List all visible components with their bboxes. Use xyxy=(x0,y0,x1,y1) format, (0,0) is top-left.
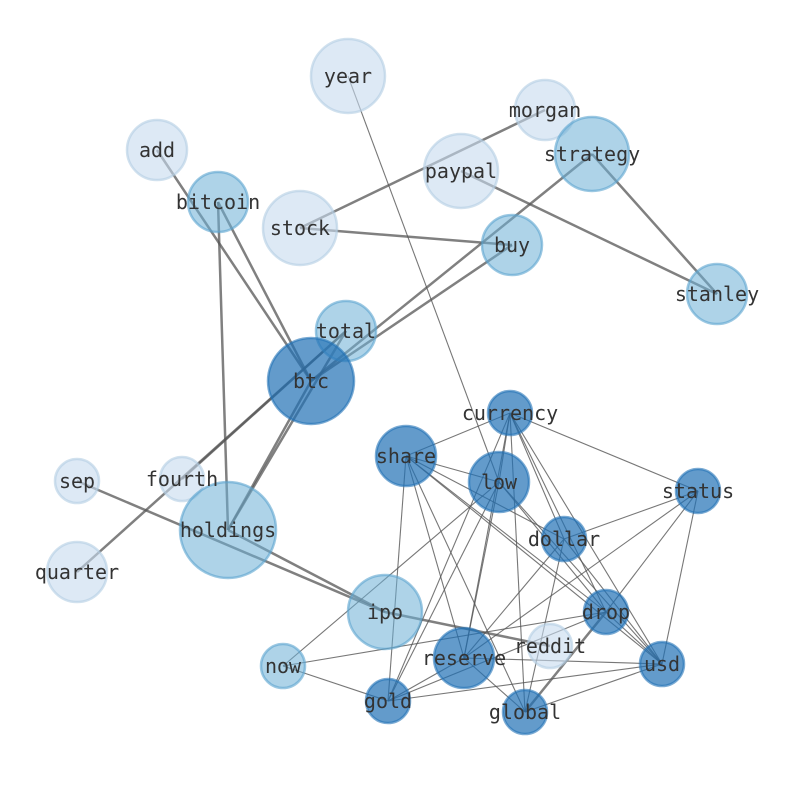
node-label-strategy: strategy xyxy=(544,142,640,166)
node-share[interactable] xyxy=(374,424,438,488)
node-global[interactable] xyxy=(501,688,549,736)
node-sep[interactable] xyxy=(53,457,101,505)
edge-usd-gold xyxy=(387,663,663,702)
node-now[interactable] xyxy=(259,642,307,690)
node-label-drop: drop xyxy=(582,600,630,624)
edge-low-now xyxy=(282,481,500,667)
node-label-share: share xyxy=(376,444,436,468)
node-label-quarter: quarter xyxy=(35,560,119,584)
labels-layer: year add paypal stock morgan strategy bitcoin b… xyxy=(35,64,759,724)
node-strategy[interactable] xyxy=(553,115,631,193)
node-label-currency: currency xyxy=(462,401,558,425)
node-label-reddit: reddit xyxy=(514,634,586,658)
edge-low-gold xyxy=(387,481,500,702)
node-label-sep: sep xyxy=(59,469,95,493)
node-label-status: status xyxy=(662,479,734,503)
node-morgan[interactable] xyxy=(513,78,577,142)
node-label-btc: btc xyxy=(293,369,329,393)
edge-currency-drop xyxy=(509,412,607,613)
node-drop[interactable] xyxy=(582,588,630,636)
edge-status-dollar xyxy=(563,490,699,540)
edge-paypal-stanley xyxy=(460,169,718,296)
edge-status-usd xyxy=(661,490,699,665)
node-label-gold: gold xyxy=(364,689,412,713)
node-stanley[interactable] xyxy=(685,262,749,326)
node-label-paypal: paypal xyxy=(425,159,497,183)
edge-currency-status xyxy=(509,412,699,492)
edge-add-btc xyxy=(155,149,313,382)
node-dollar[interactable] xyxy=(540,515,588,563)
node-label-year: year xyxy=(324,64,372,88)
nodes-layer xyxy=(45,37,749,736)
node-label-stanley: stanley xyxy=(675,282,759,306)
node-buy[interactable] xyxy=(480,213,544,277)
node-label-add: add xyxy=(139,138,175,162)
node-holdings[interactable] xyxy=(178,480,278,580)
node-label-buy: buy xyxy=(494,233,530,257)
node-btc[interactable] xyxy=(266,336,356,426)
node-low[interactable] xyxy=(467,450,531,514)
edge-status-reserve xyxy=(463,490,699,659)
node-stock[interactable] xyxy=(261,189,339,267)
edge-usd-global xyxy=(524,663,663,713)
node-quarter[interactable] xyxy=(45,540,109,604)
node-status[interactable] xyxy=(674,467,722,515)
node-label-fourth: fourth xyxy=(146,467,218,491)
node-label-dollar: dollar xyxy=(528,527,600,551)
edge-bitcoin-holdings xyxy=(216,201,230,531)
edge-share-drop xyxy=(405,455,607,613)
node-label-bitcoin: bitcoin xyxy=(176,190,260,214)
node-label-total: total xyxy=(316,319,376,343)
node-label-low: low xyxy=(481,470,518,494)
edge-share-global xyxy=(405,455,526,713)
edge-share-reserve xyxy=(405,455,465,659)
node-gold[interactable] xyxy=(364,677,412,725)
node-reserve[interactable] xyxy=(432,626,496,690)
node-ipo[interactable] xyxy=(346,573,424,651)
node-label-holdings: holdings xyxy=(180,518,276,542)
node-reddit[interactable] xyxy=(526,622,574,670)
node-usd[interactable] xyxy=(638,640,686,688)
node-year[interactable] xyxy=(309,37,387,115)
node-label-stock: stock xyxy=(270,216,330,240)
node-currency[interactable] xyxy=(486,389,534,437)
node-fourth[interactable] xyxy=(158,455,206,503)
edge-year-low xyxy=(347,75,500,483)
node-label-reserve: reserve xyxy=(422,646,506,670)
node-bitcoin[interactable] xyxy=(186,170,250,234)
edge-low-usd xyxy=(498,481,663,665)
node-add[interactable] xyxy=(125,118,189,182)
node-label-global: global xyxy=(489,700,561,724)
node-paypal[interactable] xyxy=(422,132,500,210)
node-label-usd: usd xyxy=(644,652,680,676)
edge-stock-morgan xyxy=(299,108,546,230)
node-label-morgan: morgan xyxy=(509,98,581,122)
node-label-ipo: ipo xyxy=(367,600,403,624)
edge-status-drop xyxy=(605,490,699,613)
edge-drop-gold xyxy=(387,611,607,702)
node-label-now: now xyxy=(265,654,302,678)
